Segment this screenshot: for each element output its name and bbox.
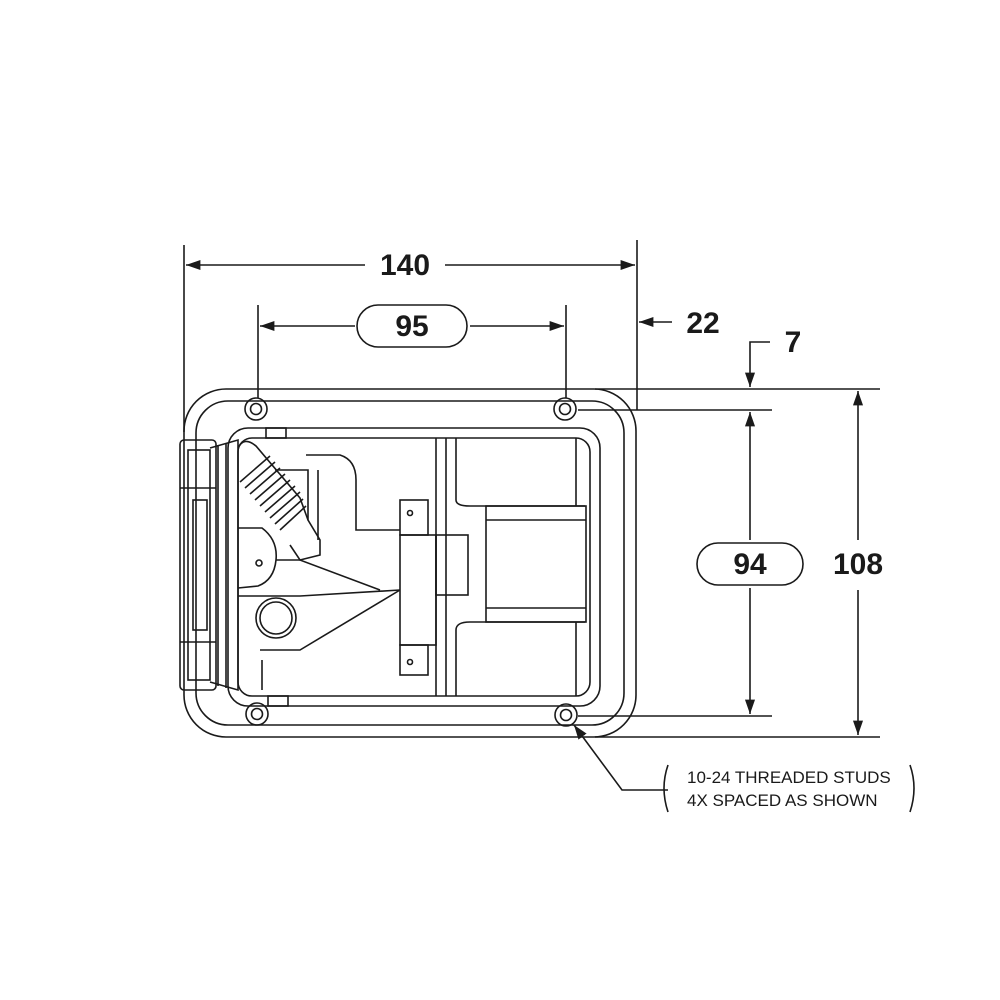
pull-handle — [455, 438, 587, 696]
dim-flange-offset: 22 — [686, 307, 719, 340]
dim-stud-spacing-horizontal: 95 — [395, 310, 428, 343]
mounting-stud-top-left — [244, 397, 268, 421]
cylinder-lock — [255, 597, 297, 639]
handle-bracket — [399, 438, 469, 696]
dim-stud-spacing-vertical: 94 — [733, 548, 767, 581]
mounting-stud-bottom-left — [245, 702, 269, 726]
latch-body — [179, 388, 637, 738]
outer-flange — [183, 388, 637, 738]
dimension-lines — [183, 240, 915, 813]
dim-overall-height: 108 — [833, 548, 883, 581]
spring-mechanism — [237, 440, 400, 561]
callout-line-1: 10-24 THREADED STUDS — [687, 768, 891, 787]
cam-plate — [237, 527, 401, 690]
callout-line-2: 4X SPACED AS SHOWN — [687, 791, 878, 810]
mounting-stud-top-right — [553, 397, 577, 421]
dim-flange-lip: 7 — [785, 326, 802, 359]
dim-overall-width: 140 — [380, 249, 430, 282]
mounting-stud-bottom-right — [554, 703, 578, 727]
recessed-pan — [227, 427, 601, 707]
hinge-column — [179, 438, 239, 692]
